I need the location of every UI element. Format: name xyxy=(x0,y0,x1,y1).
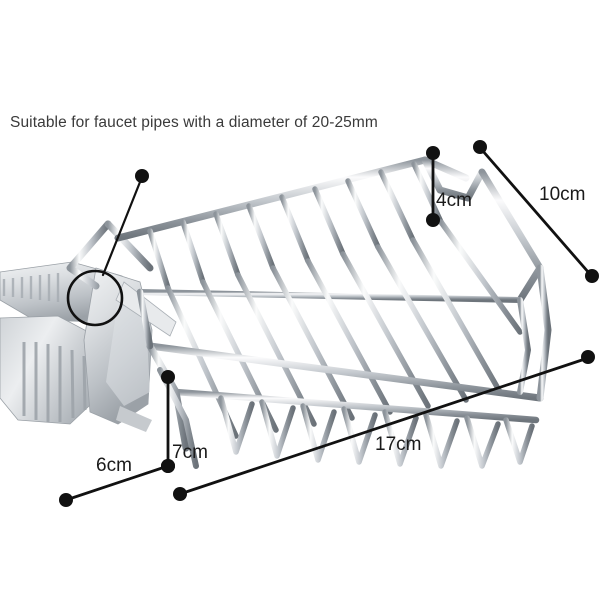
product-caption: Suitable for faucet pipes with a diamete… xyxy=(10,114,378,131)
basket-right-post xyxy=(536,264,552,402)
basket-front-lower-rail xyxy=(172,388,540,424)
dimension-endpoint-length-17cm-0 xyxy=(173,487,187,501)
basket-right-top-rail xyxy=(478,168,544,304)
dimension-endpoint-height-4cm-1 xyxy=(426,213,440,227)
wire-basket xyxy=(114,156,552,469)
dimension-line-width-6cm xyxy=(67,465,167,501)
dimension-endpoint-width-6cm-0 xyxy=(59,493,73,507)
dimension-endpoint-height-7cm-0 xyxy=(161,370,175,384)
annotation-layer xyxy=(59,140,599,507)
clamp-pivot xyxy=(116,406,152,432)
basket-front-top-rail xyxy=(146,342,544,402)
clamp-body-highlight xyxy=(106,300,150,406)
dimension-label-length-17cm: 17cm xyxy=(375,434,422,455)
dimension-endpoint-height-4cm-0 xyxy=(426,146,440,160)
dimension-endpoint-width-6cm-1 xyxy=(161,459,175,473)
dimension-label-depth-10cm: 10cm xyxy=(539,184,586,205)
dimension-label-height-7cm: 7cm xyxy=(172,442,208,463)
callout-leader-line xyxy=(101,175,144,277)
basket-left-front-post xyxy=(146,342,190,452)
clamp-lower-ridges xyxy=(22,342,87,422)
chrome-hook-bracket xyxy=(66,220,154,290)
dimension-endpoint-depth-10cm-0 xyxy=(473,140,487,154)
dimension-label-height-4cm: 4cm xyxy=(436,190,472,211)
basket-right-inner-post xyxy=(517,297,531,395)
callout-endpoint-dot xyxy=(135,169,149,183)
basket-back-bars xyxy=(147,161,444,291)
dimension-label-width-6cm: 6cm xyxy=(96,455,132,476)
dimension-endpoint-depth-10cm-1 xyxy=(585,269,599,283)
callout-circle xyxy=(66,269,124,327)
clamp-upper-ridges xyxy=(2,273,60,302)
dimension-line-length-17cm xyxy=(181,357,587,495)
dimension-endpoint-length-17cm-1 xyxy=(581,350,595,364)
dimension-line-depth-10cm xyxy=(480,148,591,275)
basket-left-edge xyxy=(136,288,154,350)
